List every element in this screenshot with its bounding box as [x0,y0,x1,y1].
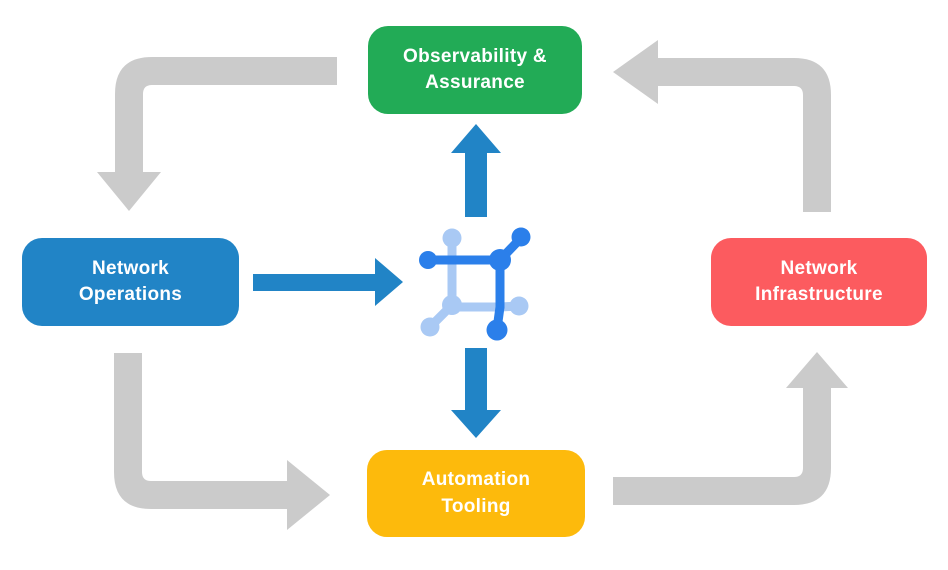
icon-node-top [442,228,462,248]
node-operations: Network Operations [22,238,239,326]
network-mesh-icon [419,227,531,341]
arrow-automation-to-infrastructure [613,352,848,505]
node-automation: Automation Tooling [367,450,585,537]
icon-node-top-right [511,227,531,247]
node-infrastructure-label-line1: Network [780,257,858,279]
icon-node-corner-bl [442,295,462,315]
node-infrastructure: Network Infrastructure [711,238,927,326]
node-observability-label-line2: Assurance [425,72,525,93]
node-observability-label-line1: Observability & [403,45,547,67]
icon-node-bottom-left [420,317,440,337]
icon-node-bottom [486,319,508,341]
node-automation-label-line1: Automation [421,469,531,491]
icon-node-corner-tr [489,249,511,271]
icon-node-left [419,251,437,269]
arrow-infrastructure-to-observability [613,40,831,212]
node-observability: Observability & Assurance [368,26,582,114]
node-operations-label-line2: Operations [78,284,183,305]
arrow-center-to-automation [451,348,501,438]
arrow-center-to-observability [451,124,501,217]
arrow-observability-to-operations [97,57,337,211]
node-infrastructure-label-line2: Infrastructure [755,284,883,305]
node-operations-label-line1: Network [91,257,170,279]
node-automation-label-line2: Tooling [441,495,511,517]
arrow-operations-to-center [253,258,403,306]
icon-node-right [509,296,529,316]
arrow-operations-to-automation [114,353,330,530]
